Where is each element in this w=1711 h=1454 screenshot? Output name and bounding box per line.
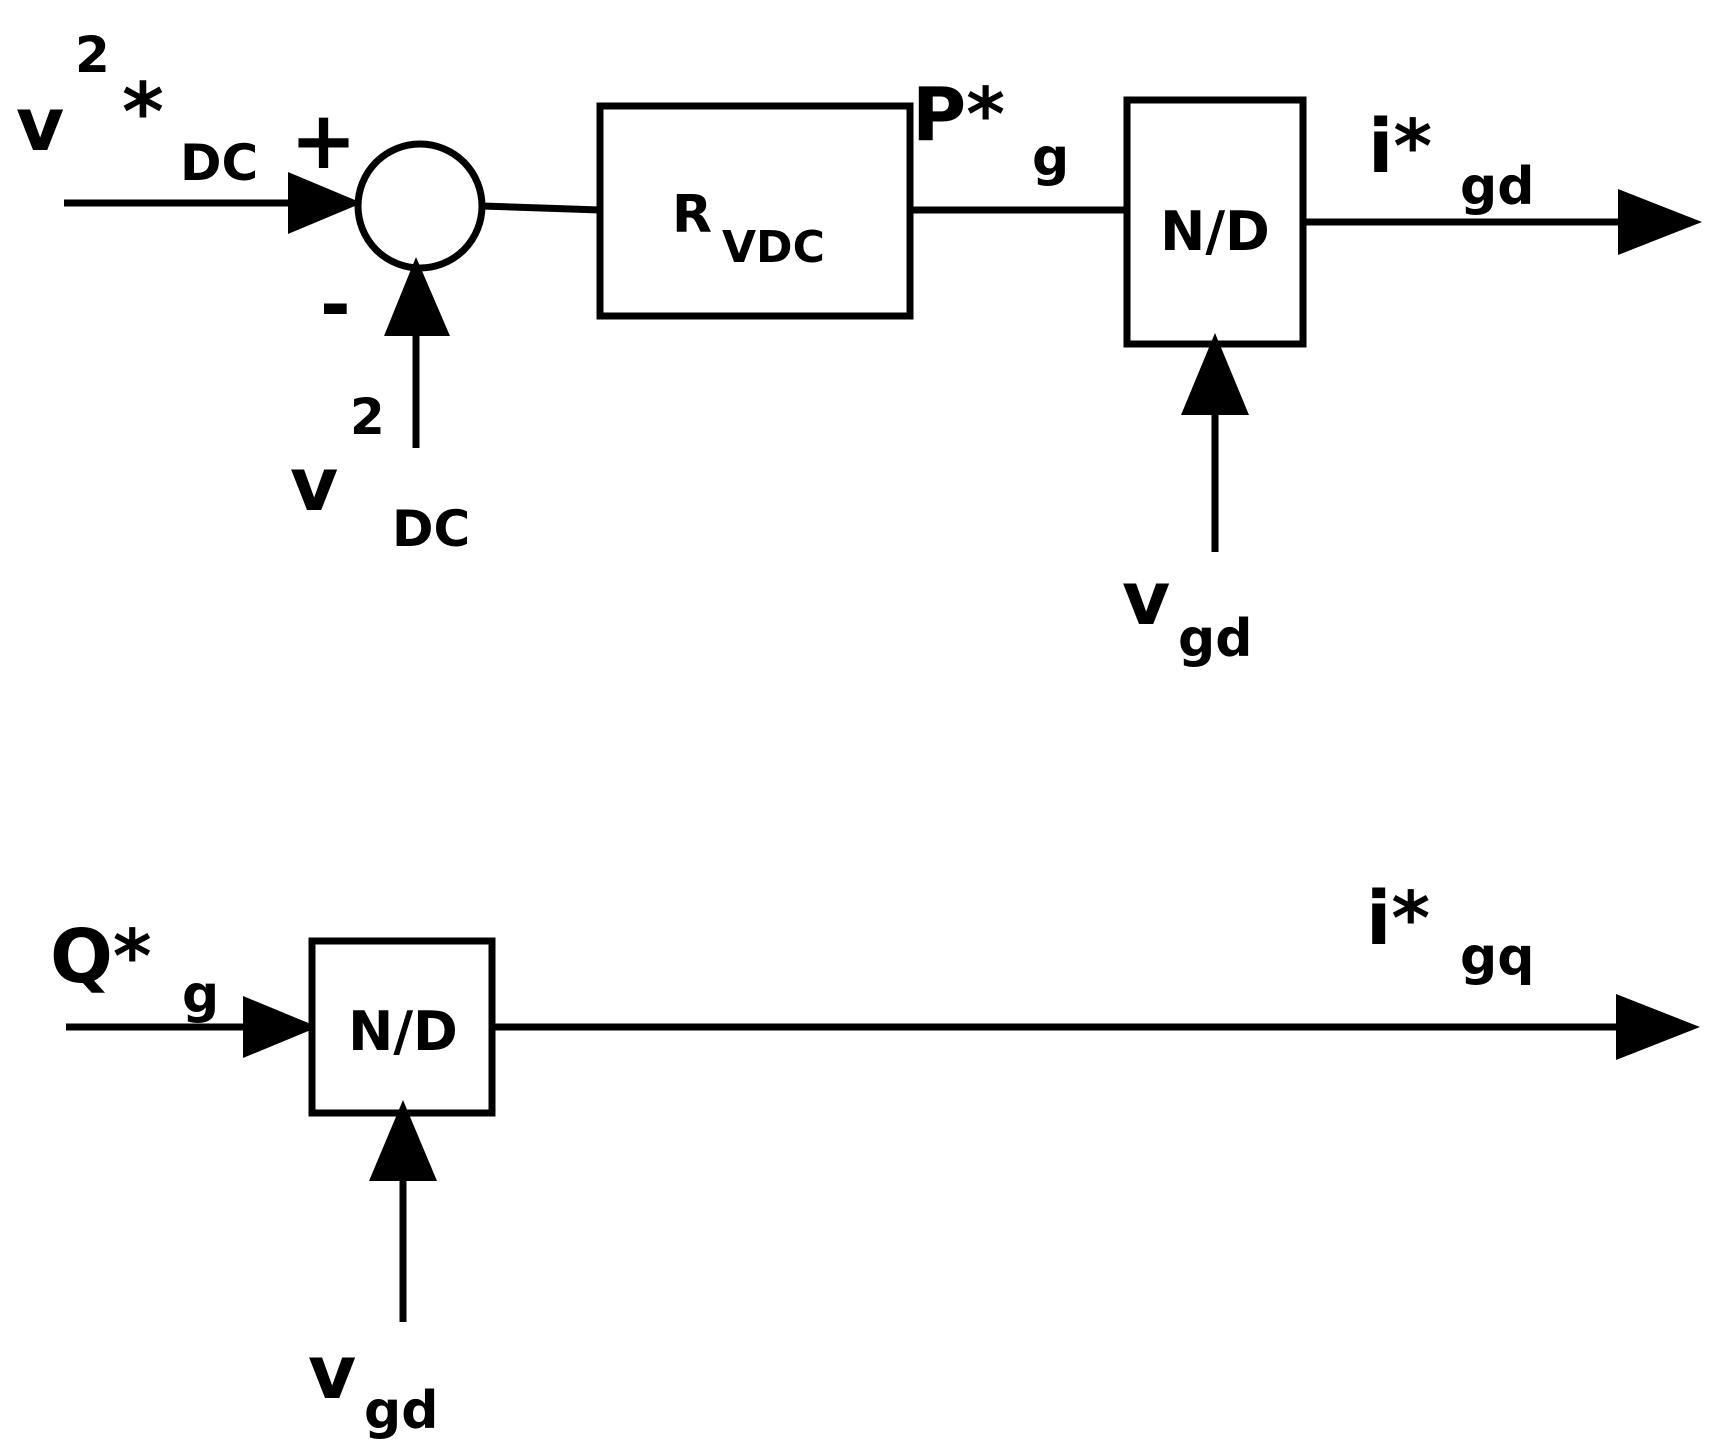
sum-plus-sign: + <box>290 94 357 187</box>
output-label-top: i* gd <box>1368 104 1534 217</box>
bottom-input-label: Q* g <box>50 914 219 1025</box>
controller-label-subscript: VDC <box>722 222 825 273</box>
divider-input-subscript-bottom: gd <box>364 1381 438 1441</box>
divider-input-label-bottom: v gd <box>308 1330 438 1441</box>
feedback-input-subscript: DC <box>392 500 470 558</box>
output-label-top-base: i* <box>1368 104 1432 190</box>
dc-voltage-loop: v 2 * DC + - v 2 DC R VDC P* g N/D v gd … <box>16 26 1702 669</box>
output-label-bottom-base: i* <box>1366 876 1430 962</box>
power-ref-base: P* <box>912 72 1005 158</box>
divider-input-subscript-top: gd <box>1178 609 1252 669</box>
divider-input-base-top: v <box>1122 556 1170 642</box>
divider-input-arrowhead-top <box>1181 333 1249 415</box>
power-ref-label: P* g <box>912 72 1069 188</box>
output-arrowhead-top <box>1618 189 1702 255</box>
feedback-arrowhead <box>384 257 450 336</box>
divider-label-bottom: N/D <box>348 1000 458 1063</box>
ref-input-arrowhead <box>288 172 362 234</box>
bottom-input-base: Q* <box>50 914 152 1000</box>
ref-input-subscript: DC <box>180 134 258 192</box>
ref-input-label: v 2 * DC <box>16 26 258 192</box>
divider-input-arrowhead-bottom <box>369 1100 437 1181</box>
controller-block <box>596 102 914 320</box>
controller-label-base: R <box>672 185 712 245</box>
controller-label: R VDC <box>672 185 825 273</box>
bottom-input-arrowhead <box>243 996 318 1058</box>
output-label-bottom: i* gq <box>1366 876 1534 987</box>
divider-input-base-bottom: v <box>308 1330 356 1416</box>
reactive-power-path: Q* g N/D v gd i* gq <box>50 876 1700 1441</box>
ref-input-base: v <box>16 82 64 168</box>
divider-label-top: N/D <box>1160 200 1270 263</box>
divider-block-top <box>1123 96 1307 348</box>
error-wire <box>481 202 601 214</box>
power-ref-subscript: g <box>1032 128 1069 188</box>
feedback-input-base: v <box>290 442 338 528</box>
summing-junction <box>354 140 486 272</box>
output-arrowhead-bottom <box>1616 994 1700 1060</box>
sum-minus-sign: - <box>320 262 351 348</box>
ref-input-star: * <box>122 66 164 159</box>
output-label-top-subscript: gd <box>1460 157 1534 217</box>
divider-input-label-top: v gd <box>1122 556 1252 669</box>
ref-input-superscript: 2 <box>75 26 110 84</box>
feedback-input-superscript: 2 <box>350 388 385 446</box>
output-label-bottom-subscript: gq <box>1460 927 1534 987</box>
bottom-input-subscript: g <box>182 965 219 1025</box>
feedback-input-label: v 2 DC <box>290 388 470 558</box>
